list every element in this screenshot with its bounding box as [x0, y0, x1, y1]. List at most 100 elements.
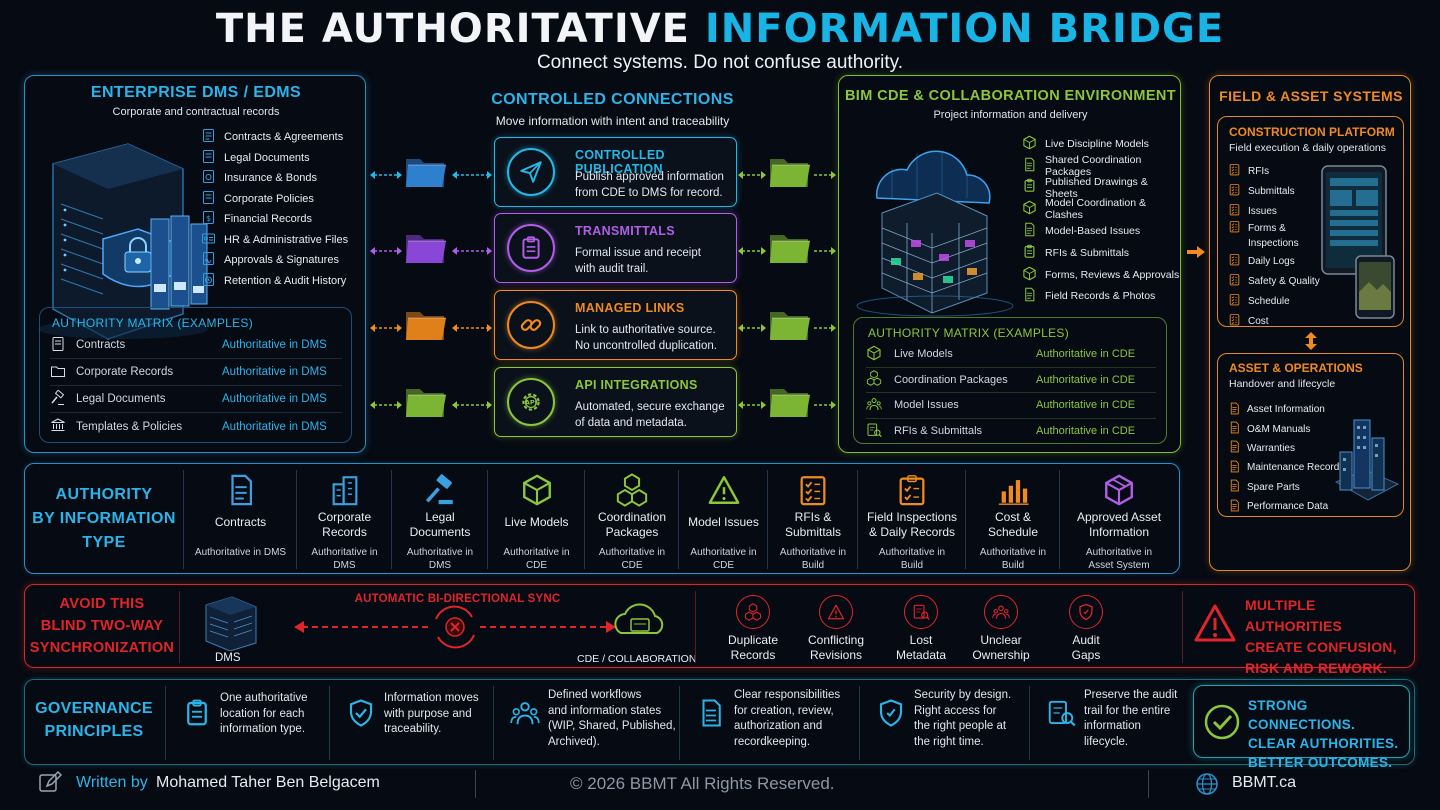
cde-matrix-title: AUTHORITY MATRIX (EXAMPLES) — [868, 326, 1070, 340]
website-link[interactable]: BBMT.ca — [1232, 774, 1297, 791]
list-item: RFIs — [1228, 161, 1328, 181]
city-buildings-icon — [1334, 419, 1400, 501]
problem-icon — [984, 595, 1018, 629]
problem-icon — [1069, 595, 1103, 629]
list-item: Legal Documents — [201, 148, 363, 169]
clipboard-icon — [507, 224, 555, 272]
double-arrow-icon — [452, 397, 492, 415]
cloud-collaboration-icon — [614, 603, 664, 634]
orange-item-icon — [1228, 402, 1241, 418]
dms-panel: ENTERPRISE DMS / EDMS Corporate and cont… — [24, 75, 366, 453]
history-icon — [201, 272, 216, 290]
dms-server-icon — [205, 596, 257, 651]
list-item: Inspections — [1248, 237, 1299, 249]
list-item: Model-Based Issues — [1022, 220, 1180, 242]
type-name: Live Models — [504, 515, 569, 529]
type-authority: Authoritative in DMS — [194, 547, 287, 558]
field-panel: FIELD & ASSET SYSTEMS CONSTRUCTION PLATF… — [1209, 75, 1411, 571]
connection-title: MANAGED LINKS — [575, 301, 685, 315]
double-arrow-icon — [452, 243, 492, 261]
server-vault-icon — [38, 143, 208, 340]
problem-icon — [904, 595, 938, 629]
people-icon — [510, 698, 540, 733]
list-item: Daily Logs — [1228, 251, 1328, 271]
list-item: Retention & Audit History — [201, 271, 363, 292]
list-item: RFIs & Submittals — [1022, 242, 1180, 264]
list-item: Live Discipline Models — [1022, 133, 1180, 155]
document-icon — [201, 149, 216, 167]
cube-icon — [1022, 266, 1037, 284]
cubes-icon — [866, 370, 894, 389]
connection-desc: Link to authoritative source.No uncontro… — [575, 324, 717, 352]
copyright: © 2026 BBMT All Rights Reserved. — [570, 774, 835, 793]
document-icon: $ — [201, 210, 216, 228]
document-icon — [201, 128, 216, 146]
problem-icon — [819, 595, 853, 629]
svg-text:$: $ — [206, 214, 211, 223]
orange-item-icon — [1228, 203, 1242, 219]
double-arrow-icon — [738, 243, 766, 261]
cube-icon — [1022, 200, 1037, 218]
shield-icon — [876, 698, 906, 733]
list-item: Maintenance Records — [1228, 458, 1368, 477]
orange-item-icon — [1228, 440, 1241, 456]
connection-title: TRANSMITTALS — [575, 224, 675, 238]
orange-item-icon — [1228, 163, 1242, 179]
list-item: Contracts & Agreements — [201, 127, 363, 148]
outcome-text: STRONG CONNECTIONS.CLEAR AUTHORITIES.BET… — [1248, 698, 1399, 770]
cube-icon — [1022, 222, 1037, 240]
warning-icon — [1194, 604, 1236, 642]
gavel-icon — [50, 389, 76, 409]
list-item: Schedule — [1228, 291, 1328, 311]
construction-platform-card: CONSTRUCTION PLATFORM Field execution & … — [1217, 116, 1404, 327]
audit-icon — [866, 422, 894, 441]
cube-icon — [866, 345, 894, 364]
double-arrow-icon — [738, 397, 766, 415]
document-list-icon — [696, 698, 726, 733]
tablet-phone-icon — [1321, 165, 1395, 319]
cube-icon — [1022, 287, 1037, 305]
api-gear-icon: API — [507, 378, 555, 426]
connection-card: MANAGED LINKS Link to authoritative sourc… — [494, 290, 737, 360]
double-arrow-icon — [370, 167, 402, 185]
dms-subtitle: Corporate and contractual records — [112, 106, 280, 118]
gavel-icon — [423, 473, 457, 512]
arrow-right-icon — [1187, 246, 1205, 258]
cde-title: BIM CDE & COLLABORATION ENVIRONMENT — [844, 88, 1177, 104]
list-item: HR & Administrative Files — [201, 230, 363, 251]
list-item: Published Drawings & Sheets — [1022, 176, 1180, 200]
checklist-icon — [796, 473, 830, 512]
orange-item-icon — [1228, 293, 1242, 309]
bar-chart-icon — [996, 473, 1030, 512]
list-item: Warranties — [1228, 439, 1368, 458]
double-arrow-icon — [812, 397, 836, 415]
